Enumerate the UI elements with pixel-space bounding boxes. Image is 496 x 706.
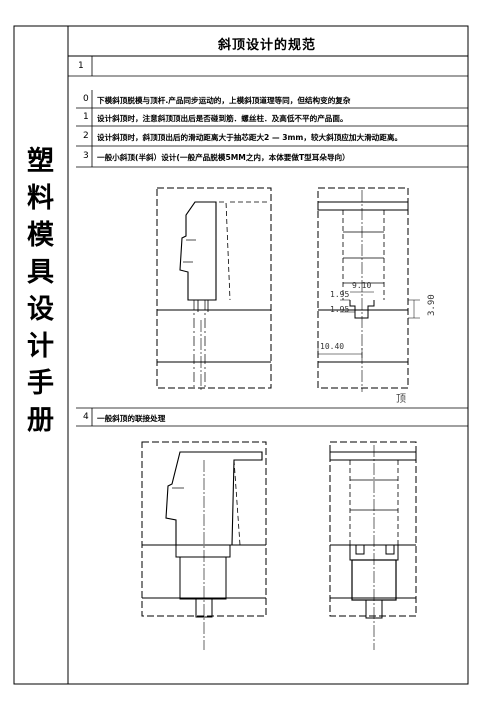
dimension-label: 9.10 [352,281,372,290]
rule-number: 2 [83,131,89,141]
side-title-char: 设 [27,294,54,325]
dimension-label: 10.40 [320,342,345,351]
dimension-label: 1.95 [330,290,350,299]
rule-number: 4 [83,412,89,422]
figure-lifter-joint-front [329,441,417,650]
side-title-char: 计 [27,331,54,362]
side-title-char: 具 [27,257,54,288]
rule-text: 设计斜顶时，斜顶顶出后的滑动距离大于抽芯距大2 — 3mm，较大斜顶应加大滑动距… [97,133,403,142]
side-title-char: 塑 [27,146,54,177]
rule-text: 一般斜顶的联接处理 [97,414,166,423]
rule-number: 0 [83,94,89,104]
rule-number: 3 [83,151,89,161]
rule-text: 下模斜顶脱模与顶杆.产品同步运动的，上模斜顶道理等同，但结构变的复杂 [97,96,351,105]
dimension-label: 3.90 [427,294,437,316]
side-title-char: 料 [27,183,54,214]
figure-small-lifter-side [156,187,272,392]
rule-text: 设计斜顶时，注意斜顶顶出后是否碰到筋．螺丝柱．及高低不平的产品面。 [97,114,348,123]
figure-lifter-joint-side [141,441,267,650]
side-title-char: 册 [27,405,54,436]
section-index: 1 [78,61,84,71]
side-title-char: 手 [27,368,54,399]
side-title-char: 模 [27,220,54,251]
rule-number: 1 [83,112,89,122]
drawing-label: 顶 [396,394,406,405]
page-title: 斜顶设计的规范 [218,38,317,53]
rule-text: 一般小斜顶(半斜）设计(一般产品脱模5MM之内，本体要做T型耳朵导向） [97,153,350,162]
dimension-label: 1.95 [330,305,350,314]
figure-small-lifter-front [317,187,420,392]
